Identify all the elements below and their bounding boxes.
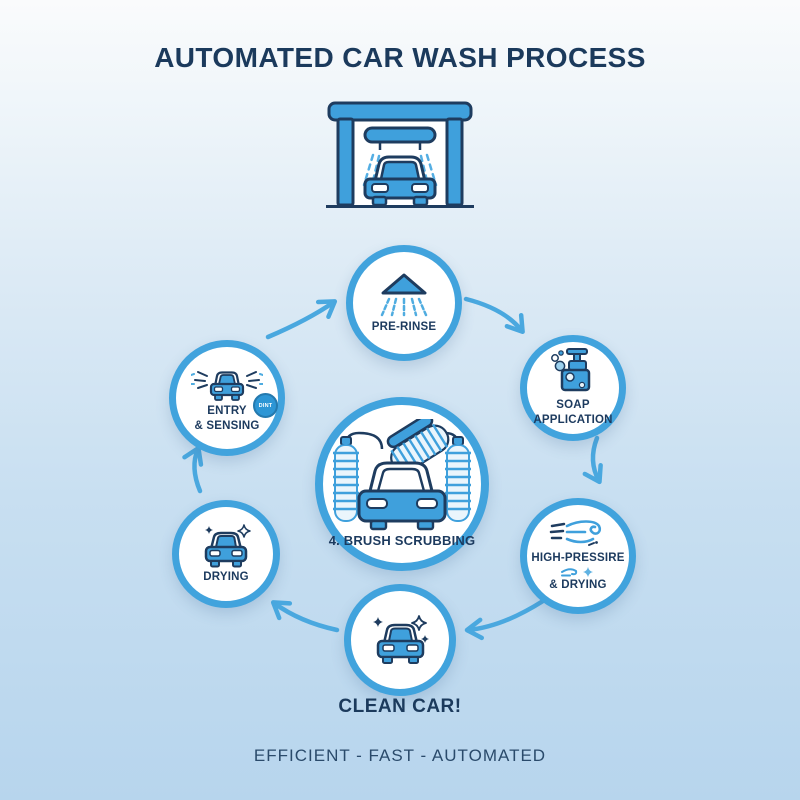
- step-label-high-pressure-line2: & DRYING: [549, 579, 607, 591]
- step-label-high-pressure-line1: HIGH-PRESSIRE: [531, 552, 625, 565]
- step-node-high-pressure-drying: HIGH-PRESSIRE & DRYING: [520, 498, 636, 614]
- brush-scrubbing-car-icon: [333, 418, 471, 530]
- center-node-brush-scrubbing: 4. BRUSH SCRUBBING: [315, 397, 489, 571]
- arrow-drying-to-entry: [182, 445, 204, 494]
- sensor-badge: DINT: [253, 393, 278, 418]
- step-label-entry-line2: & SENSING: [194, 420, 260, 432]
- mini-air-sparkle-icon: [561, 567, 593, 577]
- step-label-pre-rinse: PRE-RINSE: [371, 320, 437, 333]
- car-sensor-icon: [191, 371, 263, 401]
- step-node-pre-rinse: PRE-RINSE: [346, 245, 462, 361]
- step-label-soap-line1: SOAP: [556, 399, 590, 412]
- step-node-drying: DRYING: [172, 500, 280, 608]
- page-title: AUTOMATED CAR WASH PROCESS: [154, 42, 646, 73]
- clean-car-caption: CLEAN CAR!: [338, 696, 462, 717]
- soap-dispenser-icon: [551, 348, 591, 392]
- air-blast-icon: [549, 520, 602, 547]
- step-node-soap-application: SOAP APPLICATION: [520, 335, 626, 441]
- tagline: EFFICIENT - FAST - AUTOMATED: [253, 746, 547, 765]
- dry-car-icon: [204, 523, 251, 568]
- arrow-prerinse-to-soap: [463, 296, 525, 335]
- center-node-label: 4. BRUSH SCRUBBING: [328, 532, 476, 548]
- sparkling-car-icon: [373, 615, 429, 664]
- arrow-entry-to-prerinse: [265, 299, 338, 340]
- arrow-highpressure-to-clean: [464, 598, 546, 641]
- arrow-clean-to-drying: [270, 600, 340, 633]
- step-node-clean-car: [344, 584, 456, 696]
- arrow-soap-to-highpressure: [582, 435, 603, 485]
- car-wash-station-icon: [326, 101, 474, 208]
- step-label-drying: DRYING: [203, 570, 249, 583]
- step-label-entry-line1: ENTRY: [207, 405, 247, 418]
- step-node-entry-sensing: ENTRY & SENSING DINT: [169, 340, 285, 456]
- step-label-soap-line2: APPLICATION: [533, 414, 613, 426]
- spray-nozzle-icon: [380, 273, 428, 316]
